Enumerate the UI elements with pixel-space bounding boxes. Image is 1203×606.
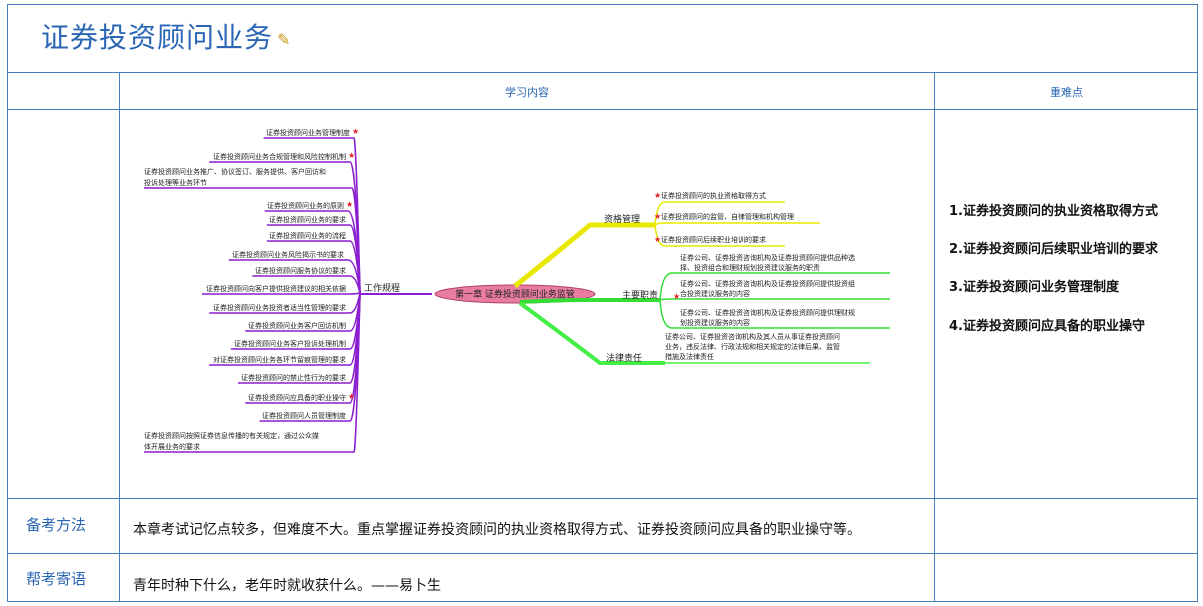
map-label: 证券投资顾问后续职业培训的要求 (661, 235, 766, 244)
map-label: 证券投资顾问业务的要求 (269, 215, 346, 224)
branch-line (518, 301, 665, 365)
map-label: 证券投资顾问业务合规管理和风险控制机制 (213, 152, 346, 161)
map-label: 证券投资顾问业务的流程 (269, 231, 346, 240)
branch-line (654, 222, 820, 226)
map-label: 证券投资顾问的执业资格取得方式 (661, 191, 766, 200)
map-label: 证券投资顾问应具备的职业操守 (248, 393, 346, 402)
header-content: 学习内容 (505, 86, 549, 99)
left-branch-lines (144, 137, 432, 453)
map-label: ★ (654, 191, 661, 200)
keypoint-item: 1.证券投资顾问的执业资格取得方式 (949, 204, 1158, 219)
divider (7, 109, 1198, 110)
map-label: 主要职责 (622, 289, 658, 301)
divider (7, 72, 1198, 73)
map-label: 证券投资顾问业务推广、协议签订、服务提供、客户回访和 (144, 167, 326, 176)
document-frame (7, 4, 1198, 602)
right-branch-lines (434, 201, 890, 365)
header-keypoints: 重难点 (1050, 86, 1083, 99)
map-label: 择、投资组合和理财规划投资建议服务的职责 (680, 263, 820, 272)
keypoint-item: 4.证券投资顾问应具备的职业操守 (949, 319, 1145, 334)
map-label: 证券公司、证券投资咨询机构及证券投资顾问提供投资组 (680, 279, 855, 288)
map-label: 措施及法律责任 (665, 352, 714, 361)
map-label: ★ (348, 392, 355, 401)
branch-line (654, 224, 785, 247)
map-label: ★ (352, 127, 359, 136)
branch-line (252, 275, 361, 294)
map-label: 证券投资顾问按照证券信息传播的有关规定，通过公众媒 (144, 431, 319, 440)
keypoint-item: 3.证券投资顾问业务管理制度 (949, 280, 1119, 295)
map-label: 证券投资顾问业务管理制度 (266, 128, 350, 137)
map-label: 证券投资顾问的监管、自律管理和机构管理 (661, 212, 794, 221)
page-title: 证券投资顾问业务✎ (41, 21, 292, 54)
study-method-text: 本章考试记忆点较多，但难度不大。重点掌握证券投资顾问的执业资格取得方式、证券投资… (133, 522, 861, 538)
map-label: 划投资建议服务的内容 (680, 318, 750, 327)
branch-line (659, 272, 890, 301)
branch-line (513, 222, 655, 288)
map-label: ★ (654, 235, 661, 244)
map-label: 证券投资顾问服务协议的要求 (255, 266, 346, 275)
divider (119, 72, 120, 602)
branch-line (144, 292, 361, 453)
map-label: 对证券投资顾问业务各环节留痕管理的要求 (213, 355, 346, 364)
map-label: 合投资建议服务的内容 (680, 289, 750, 298)
map-label: 第一章 证券投资顾问业务监管 (455, 288, 575, 300)
map-label: 业务，违反法律、行政法规和相关规定的法律后果、监管 (665, 342, 840, 351)
map-label: 证券公司、证券投资咨询机构及证券投资顾问提供品种选 (680, 253, 855, 262)
mind-map-labels: 证券投资顾问业务管理制度★证券投资顾问业务合规管理和风险控制机制★证券投资顾问业… (144, 127, 855, 451)
map-label: 证券投资顾问业务投资者适当性管理的要求 (213, 303, 346, 312)
branch-line (659, 299, 890, 329)
mind-map: 证券投资顾问业务管理制度★证券投资顾问业务合规管理和风险控制机制★证券投资顾问业… (144, 127, 890, 453)
map-label: 证券公司、证券投资咨询机构及其人员从事证券投资顾问 (665, 332, 840, 341)
keypoint-item: 2.证券投资顾问后续职业培训的要求 (949, 242, 1158, 257)
branch-line (202, 292, 361, 295)
map-label: 证券投资顾问业务客户投诉处理机制 (234, 339, 346, 348)
map-label: ★ (654, 212, 661, 221)
branch-line (654, 201, 785, 226)
map-label: 证券投资顾问向客户提供投资建议的相关依据 (206, 284, 346, 293)
edit-pencil-icon[interactable]: ✎ (277, 29, 292, 49)
map-label: 体开展业务的要求 (144, 442, 200, 451)
branch-line (228, 259, 361, 294)
motto-label: 帮考寄语 (26, 570, 87, 588)
branch-line (659, 298, 890, 301)
map-label: 投诉处理等业务环节 (144, 178, 207, 187)
map-label: 证券投资顾问业务的原则 (267, 201, 344, 210)
divider (7, 498, 1198, 499)
map-label: 工作规程 (364, 282, 400, 294)
map-label: 证券投资顾问人员管理制度 (262, 411, 346, 420)
map-label: ★ (346, 200, 353, 209)
map-label: 证券投资顾问业务风险揭示书的要求 (232, 250, 344, 259)
map-label: ★ (673, 292, 680, 301)
map-label: 资格管理 (604, 213, 640, 225)
divider (7, 553, 1198, 554)
map-label: 法律责任 (606, 352, 642, 364)
map-label: 证券投资顾问业务客户回访机制 (248, 321, 346, 330)
divider (934, 72, 935, 602)
map-label: 证券投资顾问的禁止性行为的要求 (241, 373, 346, 382)
motto-text: 青年时种下什么，老年时就收获什么。——易卜生 (133, 578, 441, 594)
branch-line (519, 298, 660, 304)
map-label: ★ (348, 151, 355, 160)
map-label: 证券公司、证券投资咨询机构及证券投资顾问提供理财规 (680, 308, 855, 317)
study-method-label: 备考方法 (26, 516, 87, 534)
